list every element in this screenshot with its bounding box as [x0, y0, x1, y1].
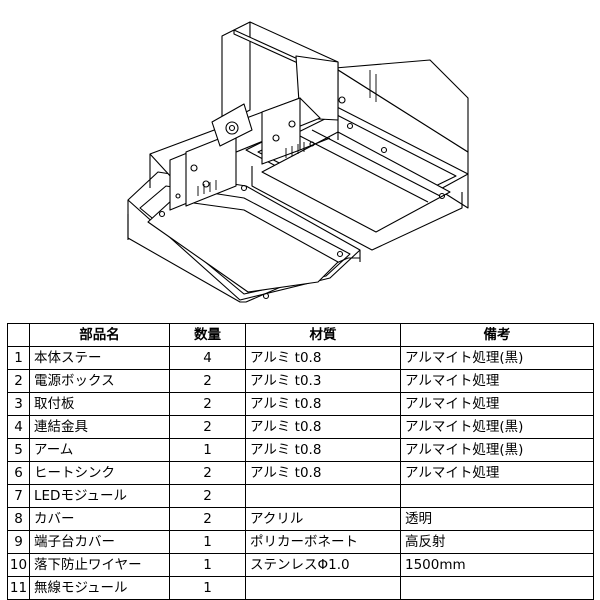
remarks — [400, 576, 594, 600]
remarks: 1500mm — [400, 553, 594, 577]
part-name: アーム — [29, 438, 170, 462]
material: アルミ t0.8 — [245, 346, 401, 370]
quantity: 2 — [169, 392, 246, 416]
material: アルミ t0.3 — [245, 369, 401, 393]
table-row: 3 取付板 2 アルミ t0.8 アルマイト処理 — [7, 392, 594, 416]
row-number: 7 — [7, 484, 30, 508]
remarks: 高反射 — [400, 530, 594, 554]
remarks: アルマイト処理(黒) — [400, 438, 594, 462]
row-number: 8 — [7, 507, 30, 531]
part-name: カバー — [29, 507, 170, 531]
remarks: 透明 — [400, 507, 594, 531]
quantity: 2 — [169, 484, 246, 508]
row-number: 2 — [7, 369, 30, 393]
table-row: 10 落下防止ワイヤー 1 ステンレスΦ1.0 1500mm — [7, 553, 594, 577]
header-no — [7, 323, 30, 347]
part-name: 取付板 — [29, 392, 170, 416]
table-row: 1 本体ステー 4 アルミ t0.8 アルマイト処理(黒) — [7, 346, 594, 370]
table-row: 7 LEDモジュール 2 — [7, 484, 594, 508]
table-row: 6 ヒートシンク 2 アルミ t0.8 アルマイト処理 — [7, 461, 594, 485]
row-number: 10 — [7, 553, 30, 577]
slots — [197, 70, 377, 196]
remarks: アルマイト処理 — [400, 461, 594, 485]
material — [245, 576, 401, 600]
material: アルミ t0.8 — [245, 461, 401, 485]
header-material: 材質 — [245, 323, 401, 347]
row-number: 3 — [7, 392, 30, 416]
material: アルミ t0.8 — [245, 392, 401, 416]
row-number: 4 — [7, 415, 30, 439]
row-number: 9 — [7, 530, 30, 554]
header-part-name: 部品名 — [29, 323, 170, 347]
row-number: 5 — [7, 438, 30, 462]
header-quantity: 数量 — [169, 323, 246, 347]
heatsink-rear — [245, 59, 469, 251]
material: アルミ t0.8 — [245, 438, 401, 462]
material: アルミ t0.8 — [245, 415, 401, 439]
quantity: 1 — [169, 438, 246, 462]
quantity: 2 — [169, 461, 246, 485]
table-row: 5 アーム 1 アルミ t0.8 アルマイト処理(黒) — [7, 438, 594, 462]
quantity: 2 — [169, 507, 246, 531]
table-row: 11 無線モジュール 1 — [7, 576, 594, 600]
stay-frame — [149, 21, 339, 211]
table-row: 9 端子台カバー 1 ポリカーボネート 高反射 — [7, 530, 594, 554]
remarks: アルマイト処理(黒) — [400, 346, 594, 370]
header-remarks: 備考 — [400, 323, 594, 347]
quantity: 2 — [169, 369, 246, 393]
part-name: 連結金具 — [29, 415, 170, 439]
part-name: ヒートシンク — [29, 461, 170, 485]
quantity: 1 — [169, 553, 246, 577]
part-name: 電源ボックス — [29, 369, 170, 393]
material — [245, 484, 401, 508]
remarks: アルマイト処理(黒) — [400, 415, 594, 439]
remarks — [400, 484, 594, 508]
part-name: 落下防止ワイヤー — [29, 553, 170, 577]
bolts — [158, 96, 446, 300]
material: アクリル — [245, 507, 401, 531]
quantity: 1 — [169, 576, 246, 600]
material: ポリカーボネート — [245, 530, 401, 554]
part-name: 無線モジュール — [29, 576, 170, 600]
part-name: 端子台カバー — [29, 530, 170, 554]
part-name: LEDモジュール — [29, 484, 170, 508]
parts-table: 部品名 数量 材質 備考 1 本体ステー 4 アルミ t0.8 アルマイト処理(… — [7, 323, 594, 600]
quantity: 2 — [169, 415, 246, 439]
quantity: 1 — [169, 530, 246, 554]
remarks: アルマイト処理 — [400, 369, 594, 393]
row-number: 1 — [7, 346, 30, 370]
row-number: 6 — [7, 461, 30, 485]
remarks: アルマイト処理 — [400, 392, 594, 416]
table-row: 4 連結金具 2 アルミ t0.8 アルマイト処理(黒) — [7, 415, 594, 439]
part-name: 本体ステー — [29, 346, 170, 370]
quantity: 4 — [169, 346, 246, 370]
material: ステンレスΦ1.0 — [245, 553, 401, 577]
table-row: 8 カバー 2 アクリル 透明 — [7, 507, 594, 531]
fixture-drawing — [127, 21, 469, 303]
table-row: 2 電源ボックス 2 アルミ t0.3 アルマイト処理 — [7, 369, 594, 393]
table-header-row: 部品名 数量 材質 備考 — [7, 323, 594, 347]
row-number: 11 — [7, 576, 30, 600]
